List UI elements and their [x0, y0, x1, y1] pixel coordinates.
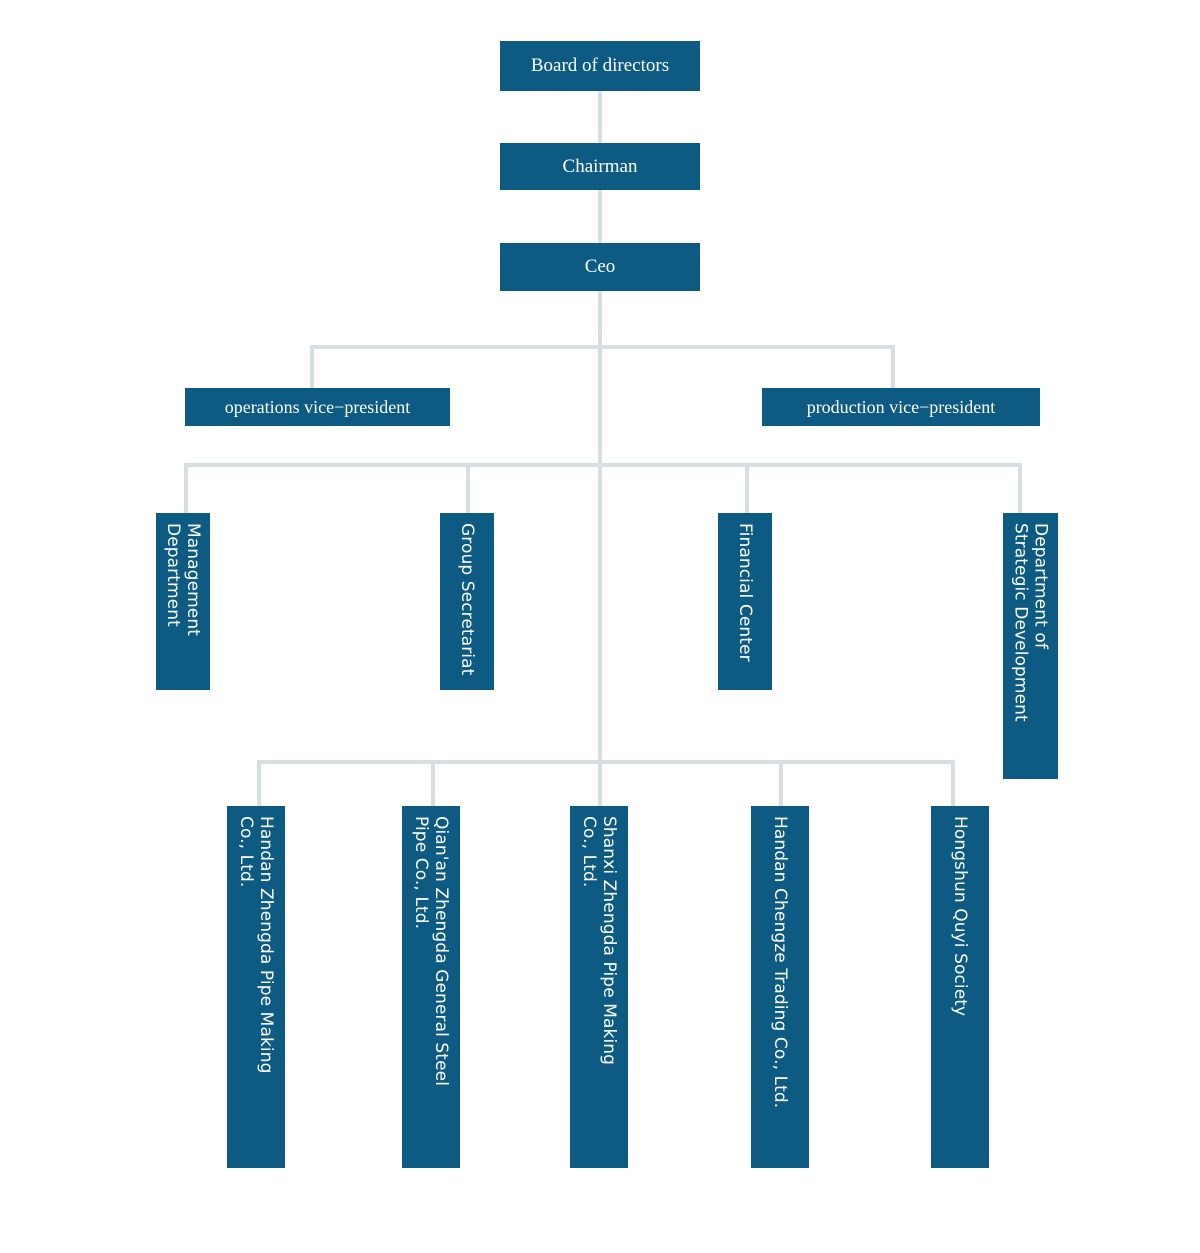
connector-drop-handan-chengze — [779, 760, 783, 806]
node-production-vice-president-label: production vice−president — [806, 396, 996, 417]
connector-drop-financial — [745, 463, 749, 513]
connector-drop-management — [184, 463, 188, 513]
node-management-department-label: Management Department — [163, 523, 204, 636]
node-hongshun-quyi-society[interactable]: Hongshun Quyi Society — [931, 806, 989, 1168]
node-handan-zhengda-pipe-making[interactable]: Handan Zhengda Pipe Making Co., Ltd. — [227, 806, 285, 1168]
node-qianan-zhengda-general-steel-pipe-label: Qian'an Zhengda General Steel Pipe Co., … — [411, 816, 452, 1087]
node-handan-chengze-trading-label: Handan Chengze Trading Co., Ltd. — [770, 816, 791, 1109]
node-production-vice-president[interactable]: production vice−president — [762, 388, 1040, 426]
connector-drop-secretariat — [466, 463, 470, 513]
connector-drop-vp-production — [891, 345, 895, 388]
node-handan-chengze-trading[interactable]: Handan Chengze Trading Co., Ltd. — [751, 806, 809, 1168]
connector-drop-vp-operations — [310, 345, 314, 388]
node-department-of-strategic-development[interactable]: Department of Strategic Development — [1003, 513, 1058, 779]
node-group-secretariat[interactable]: Group Secretariat — [440, 513, 494, 690]
node-qianan-zhengda-general-steel-pipe[interactable]: Qian'an Zhengda General Steel Pipe Co., … — [402, 806, 460, 1168]
node-chairman-label: Chairman — [562, 155, 638, 177]
connector-vp-bus — [310, 345, 895, 349]
node-shanxi-zhengda-pipe-making-label: Shanxi Zhengda Pipe Making Co., Ltd. — [579, 816, 620, 1066]
node-department-of-strategic-development-label: Department of Strategic Development — [1010, 523, 1051, 722]
connector-drop-handan-zhengda — [257, 760, 261, 806]
node-ceo-label: Ceo — [584, 256, 616, 278]
connector-ceo-spine — [598, 291, 602, 762]
connector-drop-hongshun-quyi — [951, 760, 955, 806]
node-board-of-directors[interactable]: Board of directors — [500, 41, 700, 91]
node-shanxi-zhengda-pipe-making[interactable]: Shanxi Zhengda Pipe Making Co., Ltd. — [570, 806, 628, 1168]
node-operations-vice-president[interactable]: operations vice−president — [185, 388, 450, 426]
node-financial-center-label: Financial Center — [735, 523, 756, 662]
connector-drop-strategic — [1018, 463, 1022, 513]
node-hongshun-quyi-society-label: Hongshun Quyi Society — [950, 816, 971, 1017]
node-financial-center[interactable]: Financial Center — [718, 513, 772, 690]
connector-chairman-to-ceo — [598, 190, 602, 243]
connector-subsidiary-bus — [257, 760, 954, 764]
connector-drop-shanxi-zhengda — [598, 760, 602, 806]
node-operations-vice-president-label: operations vice−president — [224, 396, 411, 417]
node-chairman[interactable]: Chairman — [500, 143, 700, 190]
connector-board-to-chairman — [598, 91, 602, 143]
connector-department-bus — [184, 463, 1022, 467]
node-handan-zhengda-pipe-making-label: Handan Zhengda Pipe Making Co., Ltd. — [236, 816, 277, 1074]
node-ceo[interactable]: Ceo — [500, 243, 700, 291]
node-group-secretariat-label: Group Secretariat — [457, 523, 478, 676]
node-management-department[interactable]: Management Department — [156, 513, 210, 690]
node-board-of-directors-label: Board of directors — [530, 55, 670, 77]
connector-drop-qianan-zhengda — [431, 760, 435, 806]
